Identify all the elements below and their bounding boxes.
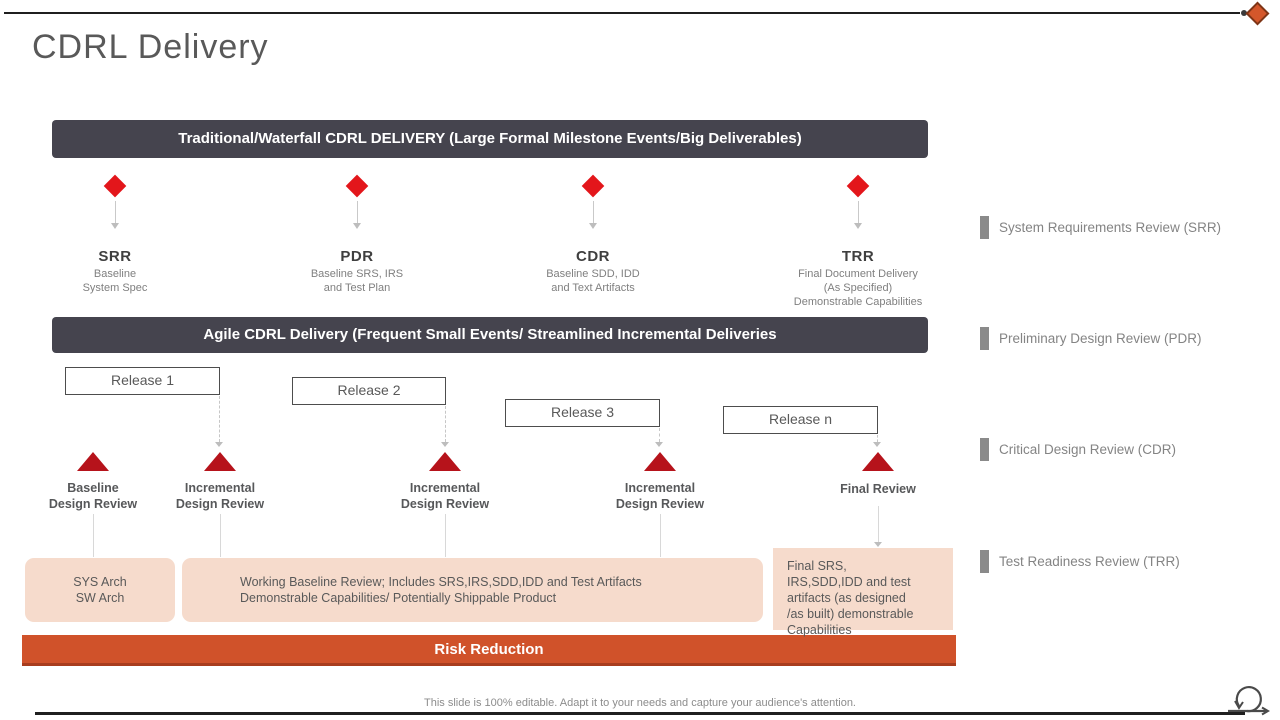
thin-connector [878, 506, 879, 542]
dashed-connector-arrow-icon [873, 442, 881, 447]
legend-label: Test Readiness Review (TRR) [999, 554, 1180, 569]
diamond-icon [1245, 1, 1270, 26]
dashed-connector [219, 396, 220, 442]
waterfall-header-bar[interactable]: Traditional/Waterfall CDRL DELIVERY (Lar… [52, 120, 928, 158]
dot-icon [1241, 10, 1247, 16]
risk-reduction-bar[interactable]: Risk Reduction [22, 635, 956, 666]
legend-label: Preliminary Design Review (PDR) [999, 331, 1202, 346]
deliverable-box-final-srs-bg [773, 548, 953, 630]
sprint-loop-icon[interactable] [1227, 681, 1271, 717]
down-arrow-icon [593, 201, 594, 223]
milestone-desc: Baseline SDD, IDD and Text Artifacts [546, 268, 640, 294]
bottom-divider [35, 712, 1245, 715]
milestone-pdr: PDR Baseline SRS, IRS and Test Plan [247, 248, 467, 295]
release-n-box[interactable]: Release n [723, 406, 878, 434]
top-divider [4, 12, 1240, 14]
review-triangle-icon[interactable] [862, 452, 894, 471]
down-arrow-head-icon [353, 223, 361, 229]
review-triangle-icon[interactable] [204, 452, 236, 471]
legend-label: System Requirements Review (SRR) [999, 220, 1222, 235]
review-label: Incremental Design Review [175, 481, 265, 511]
milestone-abbr: TRR [841, 248, 875, 265]
dashed-connector [445, 406, 446, 442]
milestone-desc: Baseline System Spec [82, 268, 148, 294]
down-arrow-icon [357, 201, 358, 223]
milestone-diamond-icon[interactable] [103, 174, 127, 198]
thin-connector [445, 514, 446, 557]
release-2-box[interactable]: Release 2 [292, 377, 446, 405]
thin-connector [220, 514, 221, 557]
legend-marker-icon [980, 216, 989, 239]
review-label: Incremental Design Review [400, 481, 490, 511]
release-1-box[interactable]: Release 1 [65, 367, 220, 395]
milestone-abbr: SRR [98, 248, 132, 265]
milestone-abbr: CDR [576, 248, 610, 265]
down-arrow-head-icon [854, 223, 862, 229]
milestone-trr: TRR Final Document Delivery (As Specifie… [748, 248, 968, 309]
milestone-diamond-icon[interactable] [345, 174, 369, 198]
down-arrow-icon [115, 201, 116, 223]
dashed-connector-arrow-icon [655, 442, 663, 447]
thin-connector [660, 514, 661, 557]
down-arrow-head-icon [111, 223, 119, 229]
down-arrow-icon [858, 201, 859, 223]
review-triangle-icon[interactable] [644, 452, 676, 471]
review-triangle-icon[interactable] [77, 452, 109, 471]
dashed-connector [877, 435, 878, 442]
diamond-icon-fill [1248, 4, 1267, 23]
footer-note: This slide is 100% editable. Adapt it to… [424, 697, 856, 709]
thin-connector-arrow-icon [874, 542, 882, 547]
dashed-connector-arrow-icon [215, 442, 223, 447]
dashed-connector-arrow-icon [441, 442, 449, 447]
down-arrow-head-icon [589, 223, 597, 229]
thin-connector [93, 514, 94, 557]
release-3-box[interactable]: Release 3 [505, 399, 660, 427]
deliverable-box-working-baseline[interactable]: Working Baseline Review; Includes SRS,IR… [182, 558, 763, 622]
review-triangle-icon[interactable] [429, 452, 461, 471]
milestone-desc: Final Document Delivery (As Specified) D… [793, 268, 923, 308]
milestone-desc: Baseline SRS, IRS and Test Plan [310, 268, 404, 294]
review-label: Baseline Design Review [48, 481, 138, 511]
legend-marker-icon [980, 438, 989, 461]
legend-marker-icon [980, 327, 989, 350]
milestone-diamond-icon[interactable] [581, 174, 605, 198]
milestone-cdr: CDR Baseline SDD, IDD and Text Artifacts [483, 248, 703, 295]
milestone-diamond-icon[interactable] [846, 174, 870, 198]
page-title: CDRL Delivery [32, 28, 269, 66]
dashed-connector [659, 428, 660, 442]
deliverable-box-sys-arch[interactable]: SYS Arch SW Arch [25, 558, 175, 622]
deliverable-box-final-srs[interactable]: Final SRS, IRS,SDD,IDD and test artifact… [787, 559, 914, 637]
legend-marker-icon [980, 550, 989, 573]
milestone-srr: SRR Baseline System Spec [5, 248, 225, 295]
review-label: Incremental Design Review [615, 481, 705, 511]
milestone-abbr: PDR [340, 248, 374, 265]
review-label: Final Review [840, 482, 916, 496]
legend-label: Critical Design Review (CDR) [999, 442, 1177, 457]
agile-header-bar[interactable]: Agile CDRL Delivery (Frequent Small Even… [52, 317, 928, 353]
